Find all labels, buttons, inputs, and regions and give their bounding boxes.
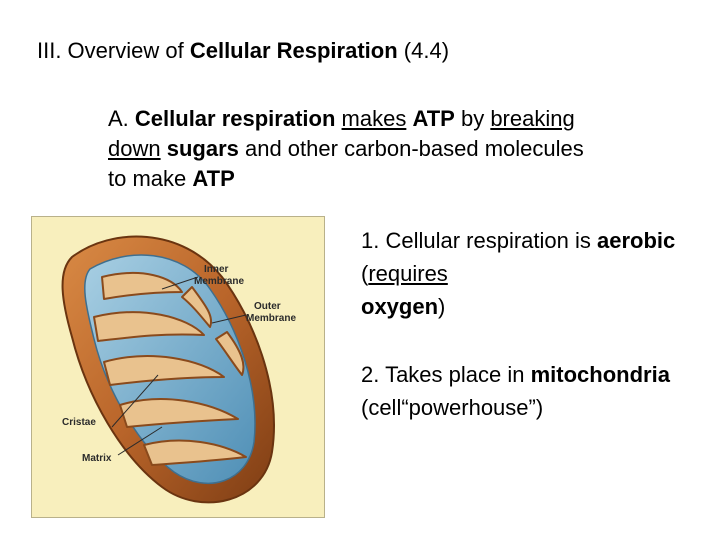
mitochondrion-figure: Inner Membrane Outer Membrane Cristae Ma… [31,216,325,518]
outer-membrane-label-1: Outer [254,301,281,312]
point-2: 2. Takes place in mitochondria(cell“powe… [361,362,670,420]
point-a: A. Cellular respiration makes ATP by bre… [108,106,584,191]
inner-membrane-label-1: Inner [204,264,229,275]
point-1: 1. Cellular respiration is aerobic (requ… [361,228,676,319]
title-bold: Cellular Respiration [189,38,398,63]
matrix-label: Matrix [82,453,112,464]
cristae-folds [93,271,247,466]
cristae-label: Cristae [62,417,96,428]
inner-membrane-label-2: Membrane [194,276,244,287]
slide-title: III. Overview of Cellular Respiration (4… [37,38,450,63]
outer-membrane-label-2: Membrane [246,313,296,324]
mitochondrion-illustration: Inner Membrane Outer Membrane Cristae Ma… [61,235,296,504]
